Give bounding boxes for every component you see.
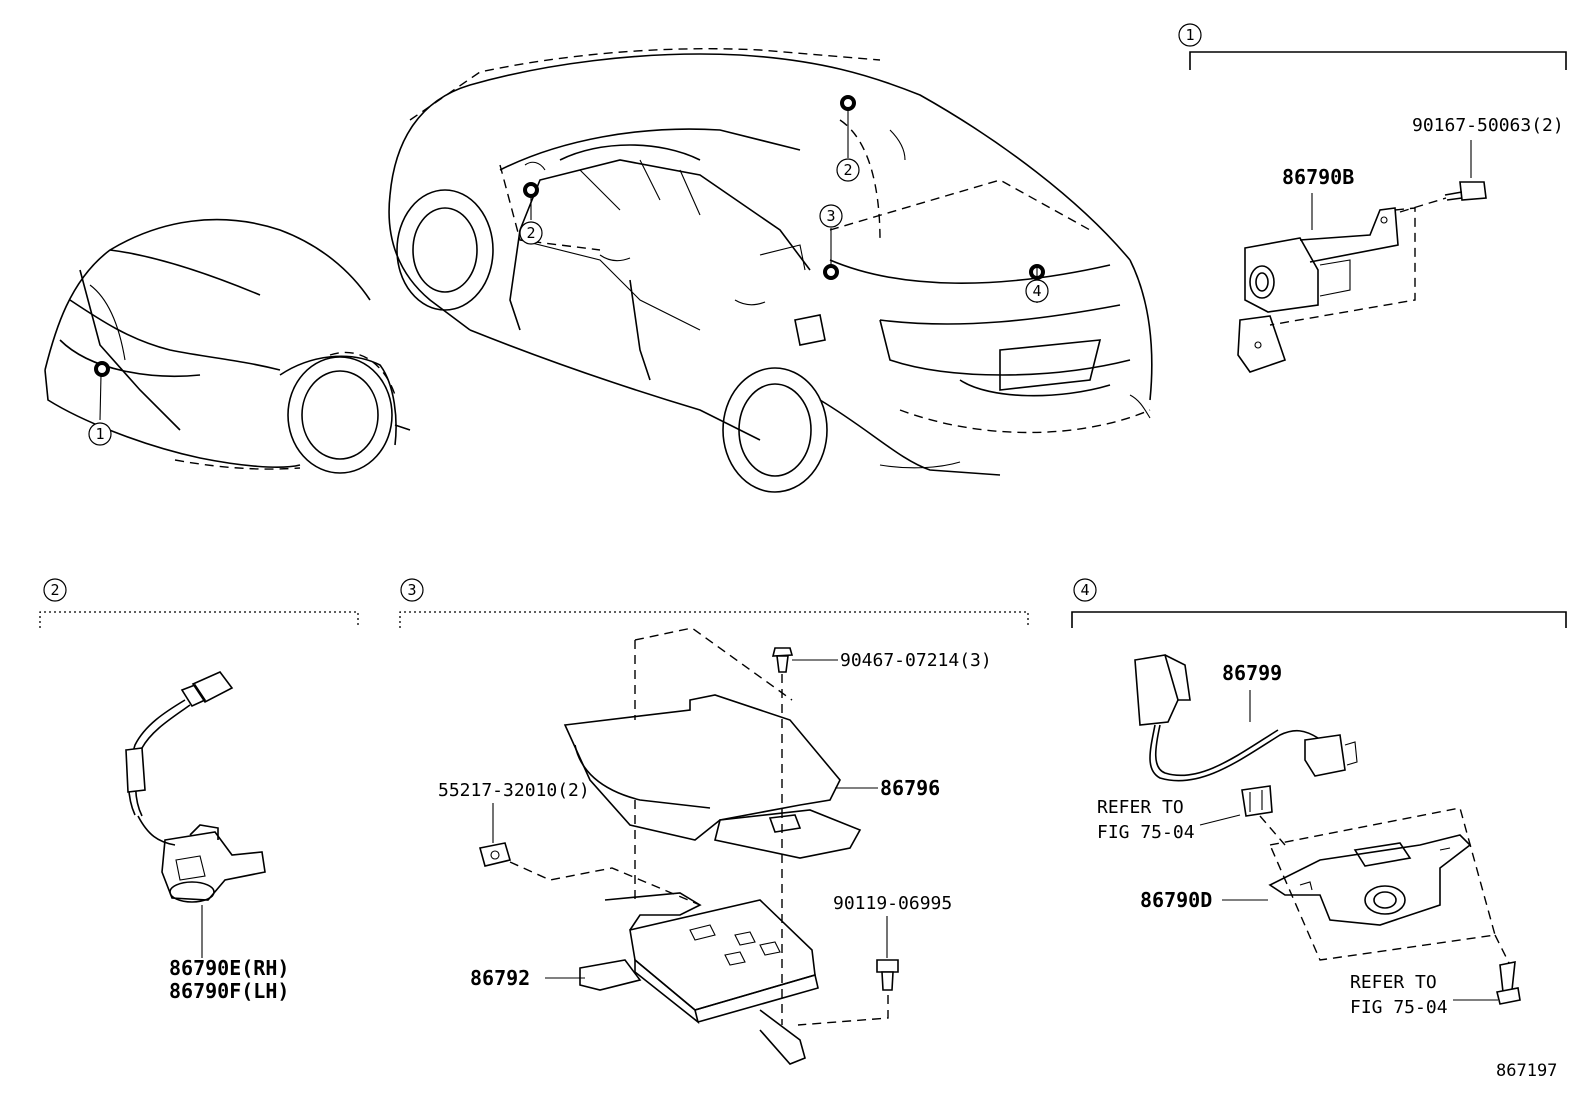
svg-text:4: 4	[1032, 282, 1041, 300]
svg-text:3: 3	[826, 207, 835, 225]
part-label-86796: 86796	[880, 776, 940, 800]
svg-text:1: 1	[1185, 26, 1194, 44]
bolt-icon	[1444, 181, 1487, 201]
part-label-86790F: 86790F(LH)	[169, 979, 289, 1003]
part-label-90467-07214: 90467-07214(3)	[840, 650, 992, 671]
part-label-86790D: 86790D	[1140, 888, 1212, 912]
nut-55217	[478, 842, 512, 867]
callout-3: 3	[819, 204, 843, 228]
refer-label-lower-line2: FIG 75-04	[1350, 997, 1448, 1018]
svg-text:2: 2	[526, 224, 535, 242]
svg-text:4: 4	[1080, 581, 1089, 599]
part-label-86790B: 86790B	[1282, 165, 1354, 189]
svg-text:2: 2	[50, 581, 59, 599]
svg-text:3: 3	[407, 581, 416, 599]
section-4: 4 86799 REFER TO FIG 75-04	[1071, 578, 1567, 1018]
callout-right-2: 2	[836, 158, 860, 182]
part-label-86792: 86792	[470, 966, 530, 990]
part-label-55217-32010: 55217-32010(2)	[438, 780, 590, 801]
svg-text:1: 1	[95, 425, 104, 443]
ecu-86792	[579, 892, 819, 1065]
part-label-90167-50063: 90167-50063(2)	[1412, 115, 1564, 136]
part-label-86790E: 86790E(RH)	[169, 956, 289, 980]
grommet-icon	[1241, 785, 1273, 817]
part-label-86799: 86799	[1222, 661, 1282, 685]
part-label-90119-06995: 90119-06995	[833, 893, 952, 914]
harness-86799	[1134, 654, 1358, 782]
side-camera	[125, 671, 266, 903]
camera-86790D	[1268, 834, 1472, 926]
cover-86796	[563, 694, 862, 859]
clip-90467	[771, 647, 794, 673]
callout-front-1: 1	[88, 422, 112, 446]
section-2: 2 86790E(RH) 86790F(LH)	[39, 578, 359, 1003]
refer-label-upper-line1: REFER TO	[1097, 797, 1184, 818]
figure-id: 867197	[1496, 1061, 1557, 1081]
section-1: 1 90167-50063(2) 86790B	[1178, 23, 1567, 373]
camera-bracket-86790B	[1237, 207, 1399, 373]
refer-label-upper-line2: FIG 75-04	[1097, 822, 1195, 843]
screw-icon	[1496, 961, 1521, 1005]
callout-4: 4	[1025, 279, 1049, 303]
svg-text:2: 2	[843, 161, 852, 179]
rear-car-view	[388, 48, 1153, 493]
front-car-view	[44, 218, 411, 474]
section-3: 3 90467-07214(3) 86796 55217-32010(2)	[399, 578, 1029, 1065]
refer-label-lower-line1: REFER TO	[1350, 972, 1437, 993]
callout-left-2: 2	[519, 221, 543, 245]
bolt-90119	[876, 959, 899, 991]
